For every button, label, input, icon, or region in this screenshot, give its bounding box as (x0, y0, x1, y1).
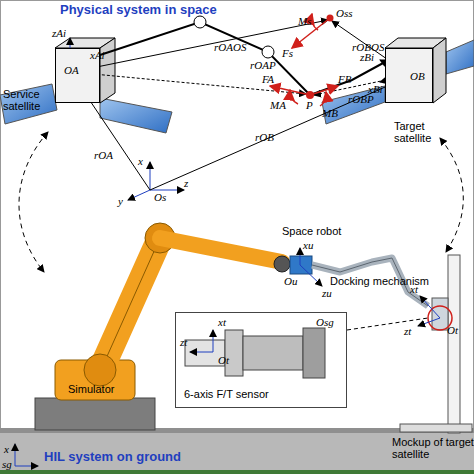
axis-symbol: rOAOS (214, 42, 246, 54)
axis-symbol: xBi (368, 84, 383, 96)
axis-symbol: Osg (316, 317, 334, 329)
axis-symbol: Ot (447, 325, 458, 337)
axis-symbol: MA (270, 100, 286, 112)
axis-symbol: rOA (94, 150, 113, 162)
inset-box: 6-axis F/T sensor xt ztOt Osg (175, 312, 347, 408)
node-label: Target satellite (394, 121, 458, 144)
axis-symbol: zBi (360, 52, 374, 64)
diagram-title: Physical system in space (60, 3, 217, 17)
axis-symbol: x (4, 444, 9, 456)
axis-symbol: rOB (255, 132, 274, 144)
axis-symbol: xAi (90, 50, 105, 62)
part-label: Space robot (282, 226, 341, 238)
axis-symbol: z (184, 178, 188, 190)
node-label: 6-axis F/T sensor (184, 389, 269, 401)
axis-symbol: Fs (282, 48, 293, 60)
node-label: Service satellite (3, 89, 53, 112)
axis-symbol: y (118, 196, 123, 208)
part-label: Simulator (68, 384, 114, 396)
axis-symbol: xu (303, 240, 313, 252)
axis-symbol: P (306, 100, 313, 112)
axis-symbol: Ms (298, 16, 311, 28)
section-heading: HIL system on ground (44, 450, 181, 464)
axis-symbol: FA (262, 74, 274, 86)
axis-symbol: rOBP (348, 94, 374, 106)
axis-symbol: zu (322, 288, 332, 300)
axis-symbol: zAi (52, 28, 66, 40)
axis-symbol: rOAP (250, 60, 276, 72)
axis-symbol: zt (180, 337, 187, 349)
axis-symbol: MB (322, 108, 338, 120)
axis-symbol: Ot (218, 355, 229, 367)
part-label: Mockup of target satellite (392, 437, 474, 460)
axis-symbol: Os (154, 192, 166, 204)
axis-symbol: xt (218, 317, 226, 329)
axis-symbol: OA (64, 65, 79, 77)
axis-symbol: sg (2, 459, 12, 471)
satellite-body: Target satelliteOB (385, 48, 433, 103)
axis-symbol: zt (404, 326, 411, 338)
axis-symbol: Oss (336, 8, 353, 20)
axis-symbol: xt (410, 284, 418, 296)
axis-symbol: Ou (284, 276, 297, 288)
axis-symbol: x (138, 156, 143, 168)
axis-symbol: FB (338, 74, 351, 86)
axis-symbol: OB (410, 71, 425, 83)
